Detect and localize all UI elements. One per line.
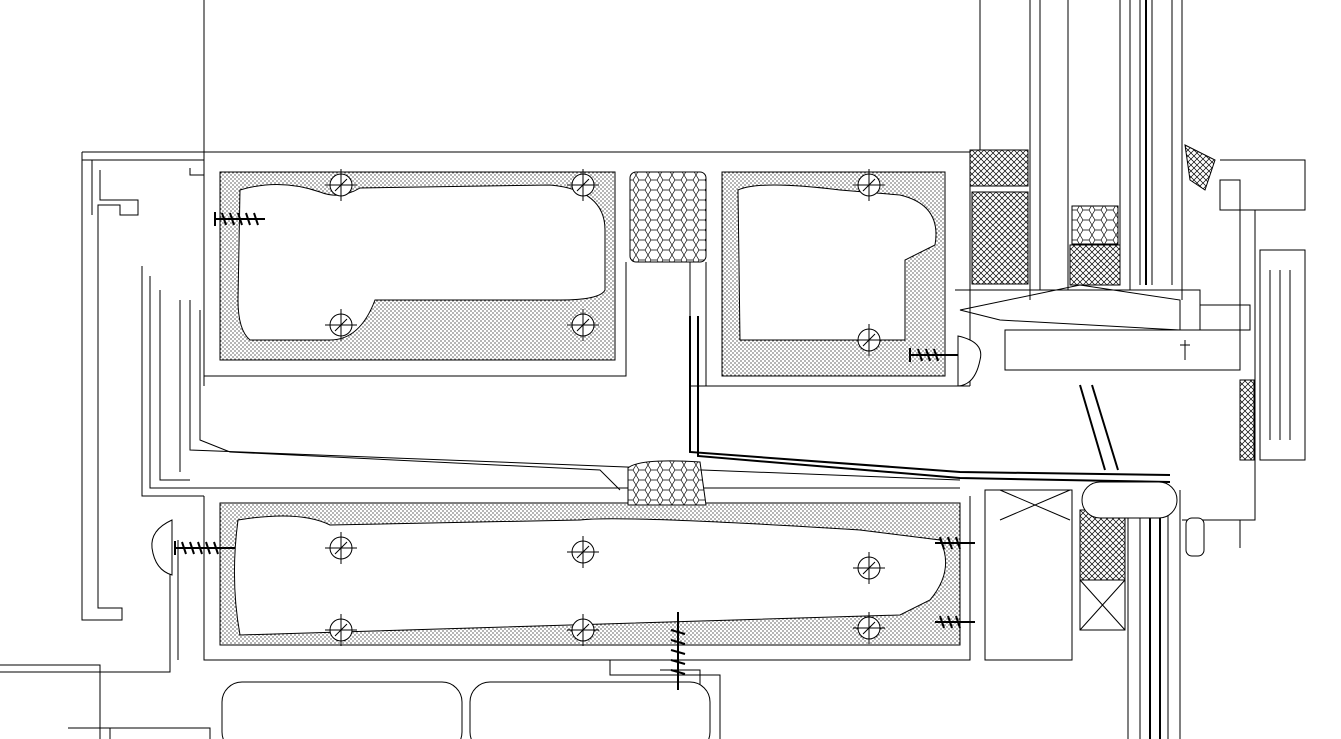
boss-crosshair: [567, 169, 599, 201]
boss-crosshair: [325, 169, 357, 201]
right-glazing: [955, 144, 1306, 739]
boss-crosshair: [853, 552, 885, 584]
boss-crosshair: [853, 324, 885, 356]
boss-crosshair: [325, 532, 357, 564]
boss-crosshair: [567, 536, 599, 568]
lower-profile: [68, 460, 971, 739]
upper-profile: [203, 152, 971, 387]
boss-crosshair: [853, 612, 885, 644]
boss-crosshair: [567, 614, 599, 646]
screws: [151, 212, 982, 690]
gasket-strip: [689, 316, 1171, 483]
boss-crosshair: [325, 614, 357, 646]
boss-crosshair: [325, 309, 357, 341]
screw-bosses: [325, 169, 885, 646]
boss-crosshair: [853, 169, 885, 201]
boss-crosshair: [567, 309, 599, 341]
background-lines: [203, 0, 1183, 300]
